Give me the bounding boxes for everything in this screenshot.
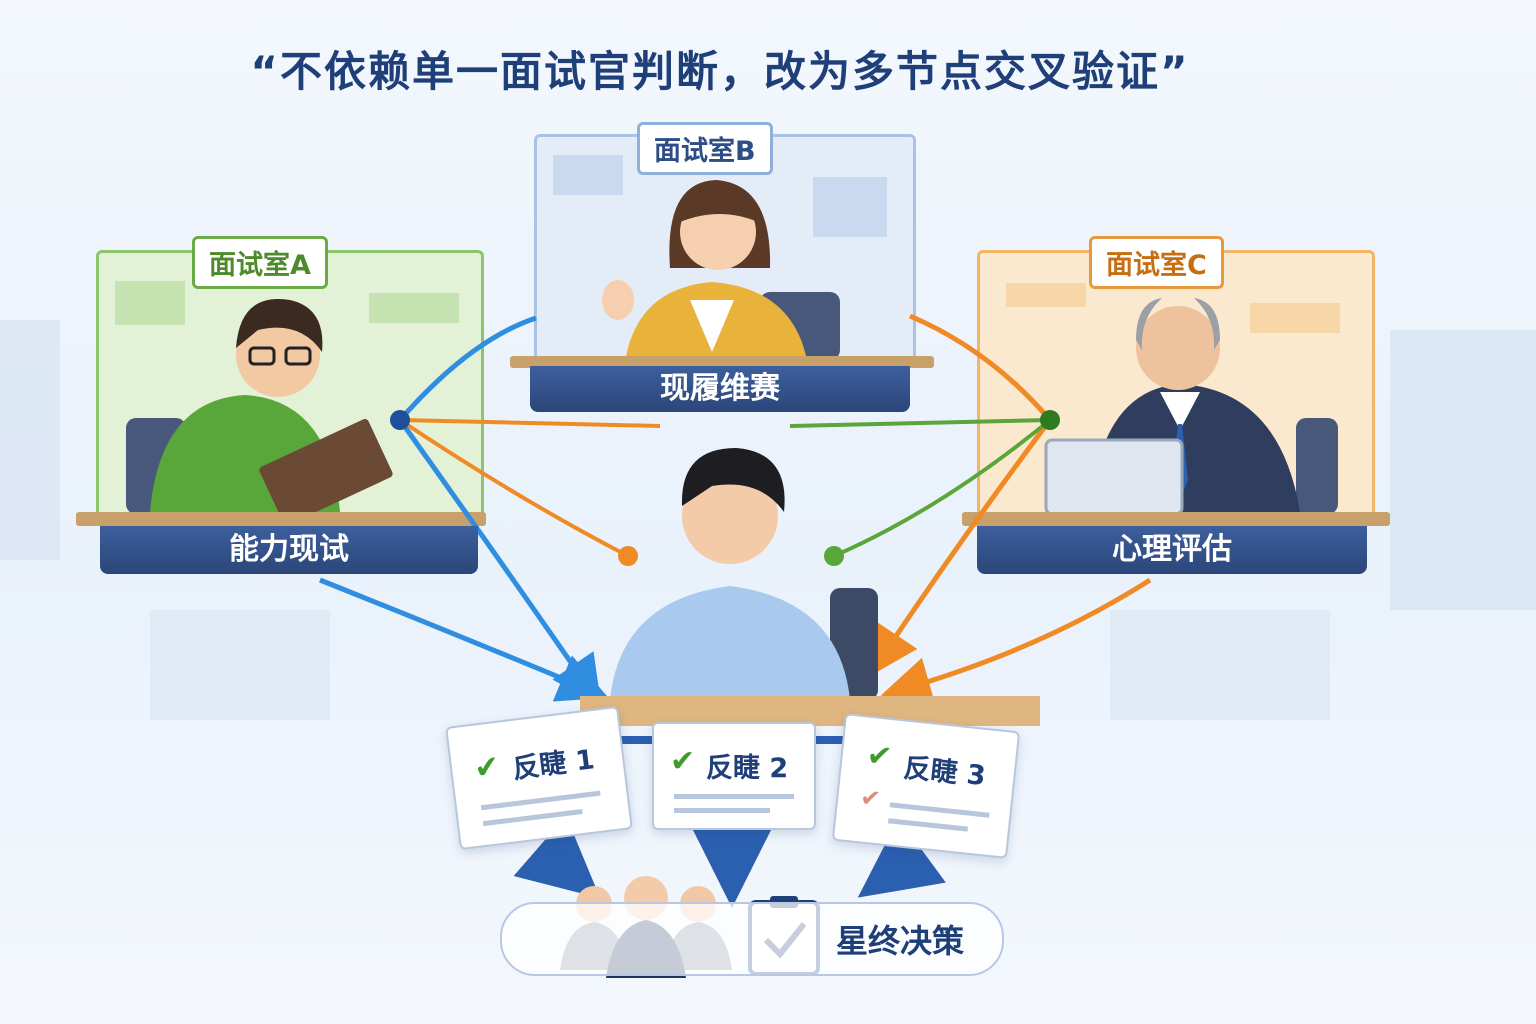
card-line xyxy=(674,794,794,799)
candidate xyxy=(610,448,878,700)
check-icon: ✔ xyxy=(865,737,894,776)
card-line xyxy=(482,808,583,827)
card-line xyxy=(887,818,968,832)
feedback-card-3: ✔ 反睫 3 ✔ xyxy=(831,713,1021,859)
feedback-label-2: 反睫 2 xyxy=(706,753,789,784)
interviewer-b xyxy=(602,180,840,360)
feedback-card-1: ✔ 反睫 1 xyxy=(445,705,633,851)
room-b-board-2 xyxy=(813,177,887,237)
page-title: “不依赖单一面试官判断，改为多节点交叉验证” xyxy=(250,47,1190,96)
room-a-board xyxy=(115,281,185,325)
bg-block-right-2 xyxy=(1110,610,1330,720)
bg-block-left xyxy=(0,320,60,560)
bg-block-right xyxy=(1390,330,1536,610)
final-decision-box xyxy=(500,902,1004,976)
room-a-board-2 xyxy=(369,293,459,323)
room-a-plate: 能力现试 xyxy=(100,526,478,574)
feedback-card-2: ✔ 反睫 2 xyxy=(652,722,816,830)
room-c-tag: 面试室C xyxy=(1089,236,1224,289)
room-b-tag: 面试室B xyxy=(637,122,773,175)
check-icon: ✔ xyxy=(670,744,696,779)
room-c-board xyxy=(1006,283,1086,307)
final-decision-label: 星终决策 xyxy=(836,922,965,960)
check-icon-secondary: ✔ xyxy=(859,783,882,814)
room-b-board xyxy=(553,155,623,195)
feedback-label-3: 反睫 3 xyxy=(902,752,988,793)
check-icon: ✔ xyxy=(472,748,502,787)
bg-block-left-2 xyxy=(150,610,330,720)
card-line xyxy=(674,808,770,813)
interviewer-c xyxy=(1044,298,1338,516)
room-b-plate: 现履维赛 xyxy=(530,366,910,412)
feedback-label-1: 反睫 1 xyxy=(510,744,597,786)
room-c-plate: 心理评估 xyxy=(977,526,1367,574)
room-a-tag: 面试室A xyxy=(192,236,328,289)
card-line xyxy=(889,802,990,818)
card-line xyxy=(480,790,601,811)
room-c-board-2 xyxy=(1250,303,1340,333)
interviewer-a xyxy=(126,299,393,526)
